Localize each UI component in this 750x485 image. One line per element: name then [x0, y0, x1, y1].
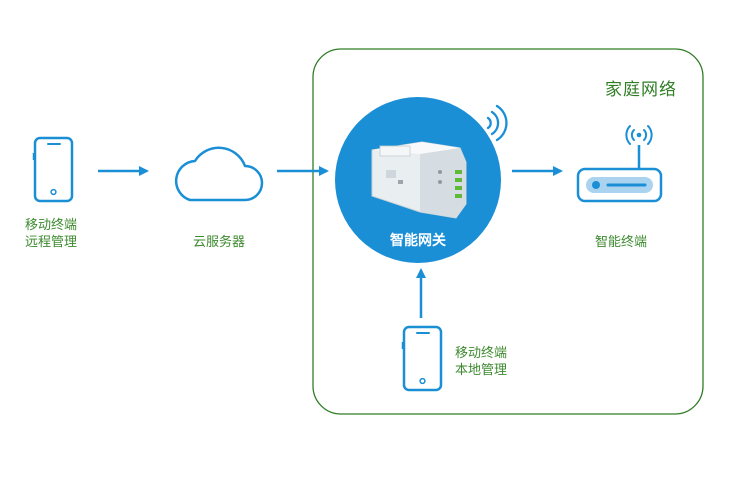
- wifi-icon: [486, 104, 508, 142]
- router-icon: [576, 125, 663, 203]
- home-network-box: [312, 48, 704, 415]
- remote-management-label: 远程管理: [25, 235, 78, 250]
- local-phone-icon: [401, 325, 443, 392]
- cloud-icon: [174, 146, 264, 202]
- cloud-server-label: 云服务器: [192, 235, 246, 250]
- smart-terminal-label: 智能终端: [594, 235, 648, 250]
- local-mobile-label: 移动终端: [455, 346, 508, 361]
- local-management-label: 本地管理: [455, 363, 508, 378]
- home-network-title: 家庭网络: [605, 80, 677, 100]
- gateway-label: 智能网关: [390, 233, 446, 249]
- remote-mobile-label: 移动终端: [25, 218, 78, 233]
- remote-phone-icon: [32, 136, 74, 203]
- gateway-device-icon: [371, 141, 467, 219]
